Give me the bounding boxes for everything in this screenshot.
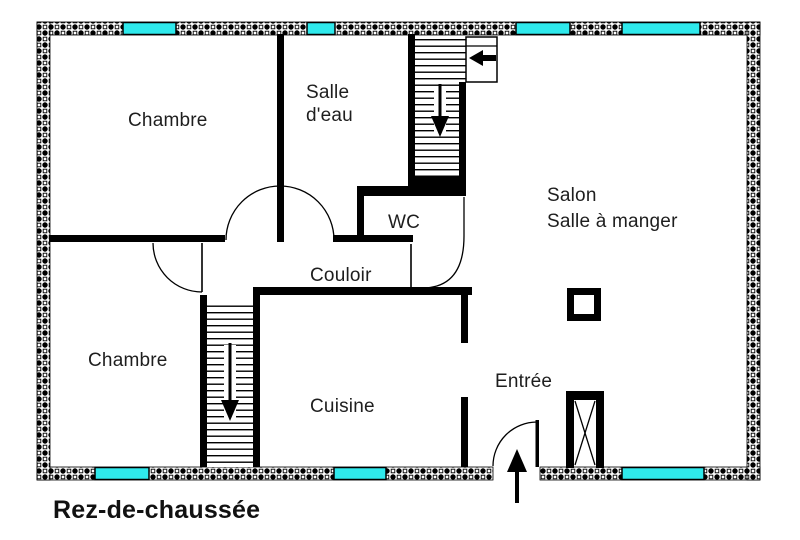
wall-wc-bottom [333,235,413,242]
door-arc-double [225,185,335,241]
chimney-cross-line [574,400,596,466]
wall-stairs-upper-bottom [408,176,466,188]
salon-column-inner [574,295,594,314]
wall-wc-top [357,186,466,196]
chimney-left-bar [566,391,574,468]
door-leaf-entrance [535,420,539,467]
stairs-upper [415,36,498,176]
stairs-down-arrow-icon [221,400,239,421]
window-top-2 [306,21,336,36]
outer-wall-right [746,21,761,481]
room-label-chambre-top: Chambre [128,110,208,131]
salon-column [567,288,601,321]
wall-chambres-divider [49,235,225,242]
outer-walls [36,21,761,481]
window-bottom-1 [94,466,150,481]
wall-cuisine-entree-upper [461,295,468,343]
window-bottom-2 [333,466,387,481]
plan-title: Rez-de-chaussée [53,496,261,524]
room-label-salon: Salon Salle à manger [547,185,678,232]
doors [152,185,539,467]
entrance-arrow [507,449,527,503]
chimney-box [566,391,604,468]
wall-stairs-upper-left [408,34,415,188]
outer-wall-left [36,21,51,481]
wall-stairs-lower-left [200,295,207,467]
window-top-4 [621,21,701,36]
room-label-wc: WC [388,212,421,233]
wall-couloir-cuisine [253,287,472,295]
chimney-top-bar [566,391,604,400]
room-label-cuisine: Cuisine [310,396,375,417]
wall-cuisine-entree-lower [461,397,468,467]
door-arc-wc-salon [421,197,465,289]
door-arc-chambre [152,242,203,293]
room-label-entree: Entrée [495,371,553,392]
chimney-right-bar [596,391,604,468]
wall-wc-left [357,187,364,237]
room-label-chambre-bottom: Chambre [88,350,168,371]
window-top-3 [515,21,571,36]
window-top-1 [122,21,177,36]
windows [94,21,705,481]
stairs-down-arrow-icon [431,116,449,137]
stairs-upper-treads-top [415,38,466,82]
wall-chambre-salledeau [277,34,284,242]
window-bottom-3 [621,466,705,481]
interior-walls [49,34,472,467]
stairs-lower [207,304,253,467]
wall-stairs-lower-right [253,290,260,467]
entry-up-arrow-icon [507,449,527,472]
wall-stairs-upper-right [459,82,466,188]
room-label-salle-deau: Salle d'eau [306,82,353,126]
stairs-entry-left-arrow-icon [469,50,496,66]
door-arc-entrance [492,421,538,467]
room-label-couloir: Couloir [310,265,372,286]
